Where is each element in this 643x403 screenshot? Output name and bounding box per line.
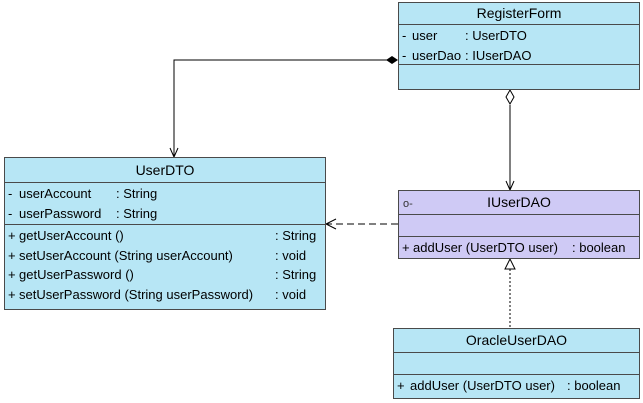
attribute-row: - userAccount : String xyxy=(8,186,158,201)
class-name: RegisterForm xyxy=(399,3,639,25)
operation-row: + getUserAccount () : String xyxy=(8,228,317,243)
dependency-arrowhead xyxy=(324,218,337,230)
attributes-section xyxy=(394,353,639,375)
operation-row: + getUserPassword () : String xyxy=(8,267,317,282)
composition-line xyxy=(173,59,392,157)
operation-row: + setUserPassword (String userPassword) … xyxy=(8,286,307,302)
class-registerform[interactable]: RegisterForm - user : UserDTO - userDao … xyxy=(398,2,640,90)
interface-iuserdao[interactable]: o- IUserDAO + addUser (UserDTO user) : b… xyxy=(398,190,640,259)
operation-row: + addUser (UserDTO user) : boolean xyxy=(402,240,626,255)
attribute-row: - user : UserDTO xyxy=(402,28,527,43)
aggregation-diamond xyxy=(505,88,515,106)
attribute-row: - userPassword : String xyxy=(8,205,158,221)
operation-row: + addUser (UserDTO user) : boolean xyxy=(397,378,621,393)
attributes-section xyxy=(399,215,639,237)
operations-section: + addUser (UserDTO user) : boolean xyxy=(394,375,639,396)
composition-diamond xyxy=(386,56,398,64)
class-oracleuserdao[interactable]: OracleUserDAO + addUser (UserDTO user) :… xyxy=(393,328,640,399)
operations-section: + addUser (UserDTO user) : boolean xyxy=(399,237,639,258)
realization-triangle xyxy=(504,257,516,270)
attribute-row: - userDao : IUserDAO xyxy=(402,47,532,63)
attributes-section: - user : UserDTO - userDao : IUserDAO xyxy=(399,25,639,65)
attributes-section: - userAccount : String - userPassword : … xyxy=(5,183,325,225)
operations-section: + getUserAccount () : String + setUserAc… xyxy=(5,225,325,304)
class-name: OracleUserDAO xyxy=(394,329,639,353)
interface-name: o- IUserDAO xyxy=(399,191,639,215)
class-name: UserDTO xyxy=(5,158,325,183)
operation-row: + setUserAccount (String userAccount) : … xyxy=(8,247,307,263)
interface-icon: o- xyxy=(403,198,413,210)
interface-name-text: IUserDAO xyxy=(487,194,551,210)
class-userdto[interactable]: UserDTO - userAccount : String - userPas… xyxy=(4,157,326,310)
